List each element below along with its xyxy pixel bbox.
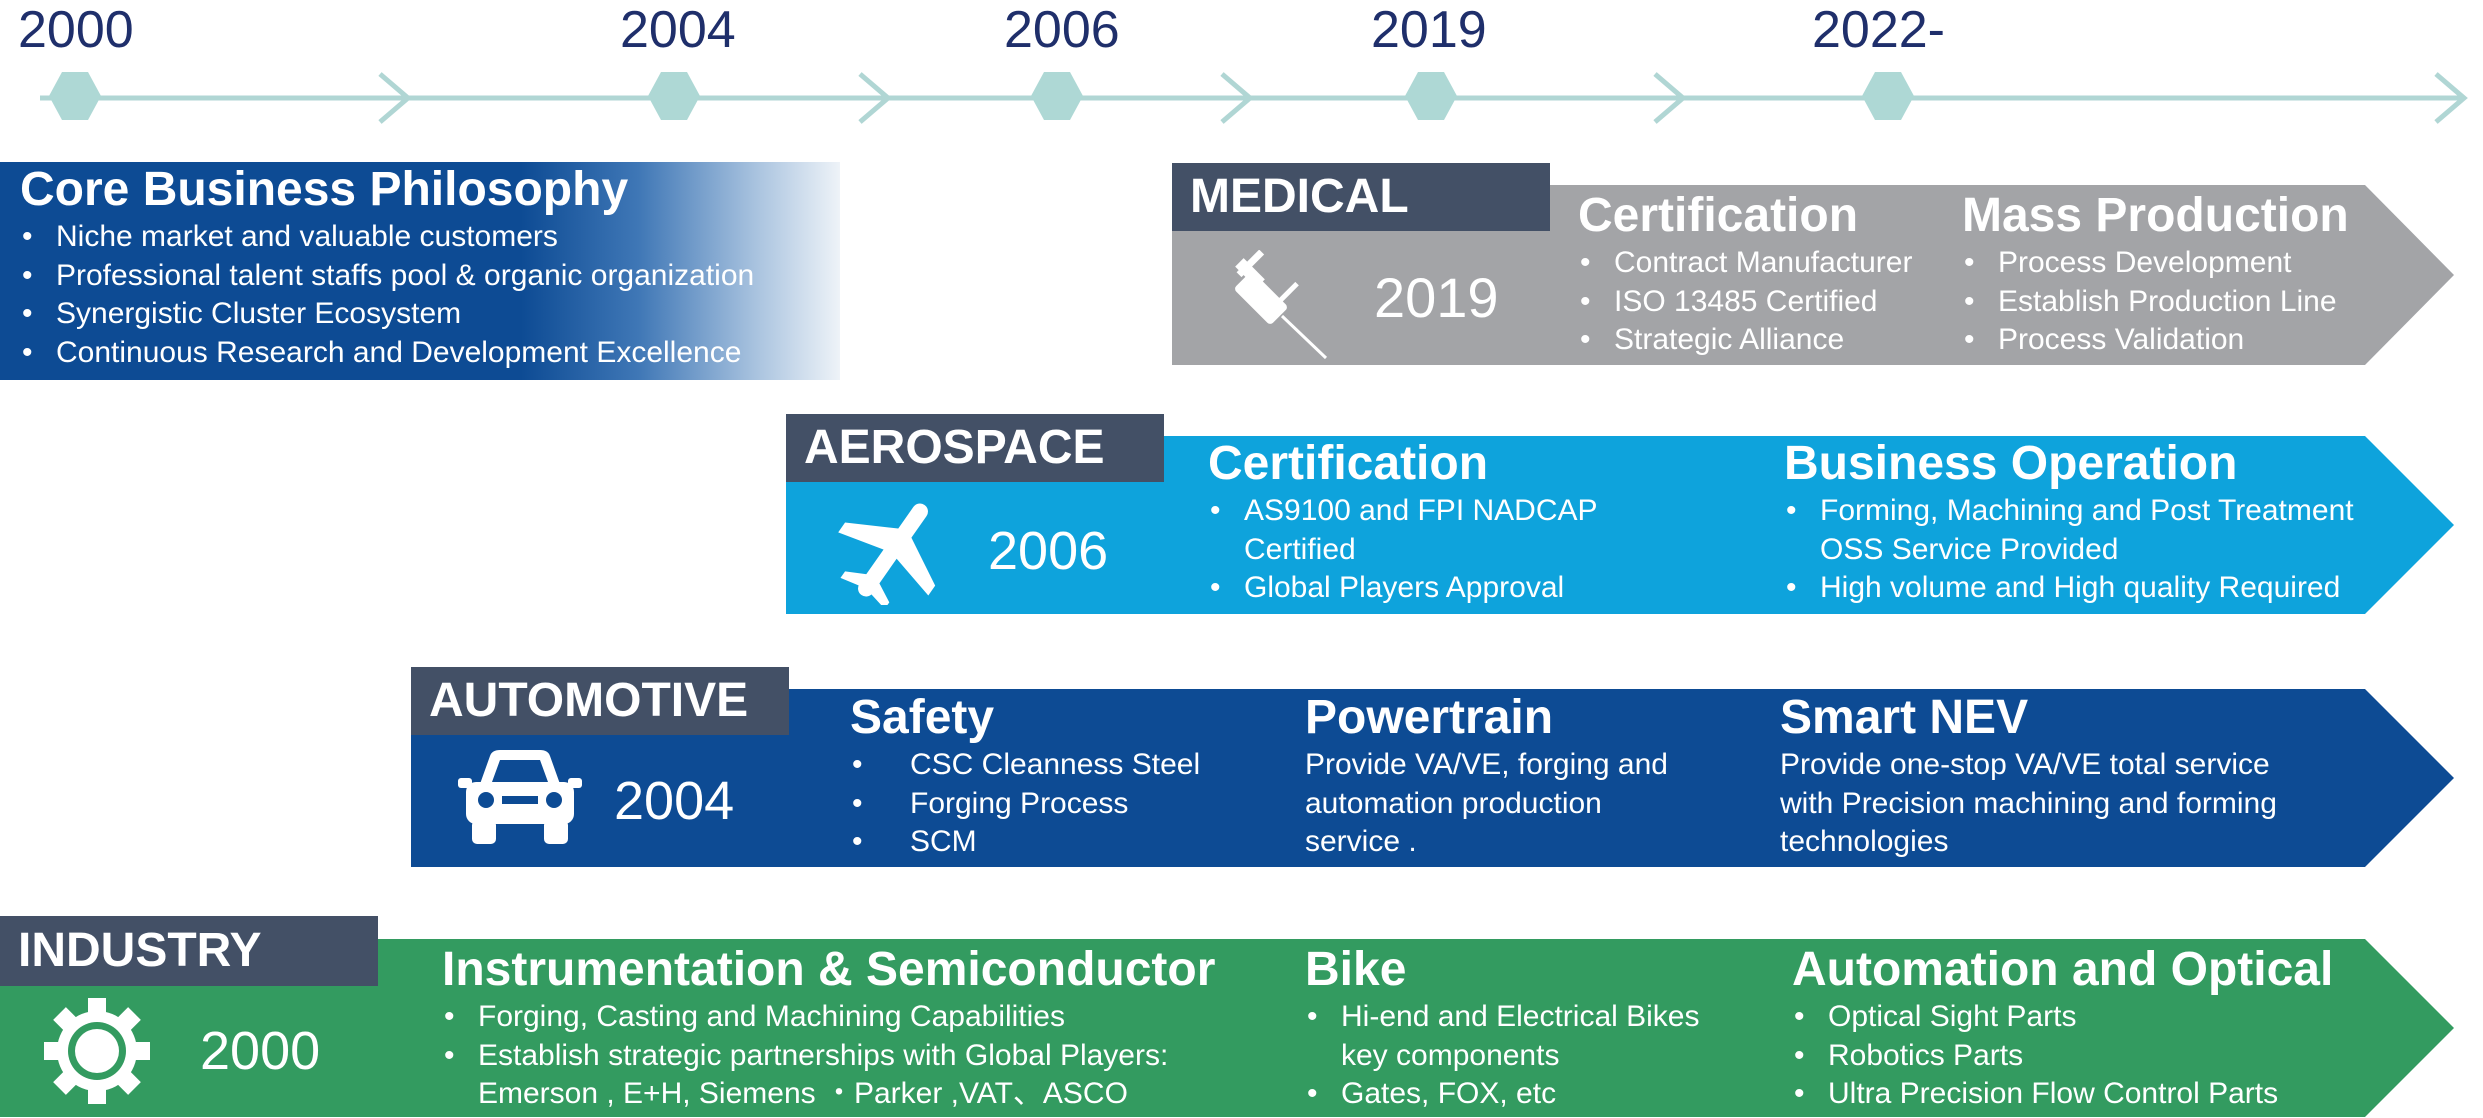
list-item: SCM (850, 823, 1200, 862)
timeline-node-2004 (648, 72, 700, 120)
list-item: Ultra Precision Flow Control Parts (1792, 1075, 2333, 1114)
syringe-icon (1235, 250, 1328, 360)
list-item: CSC Cleanness Steel (850, 746, 1200, 785)
list-item: Forming, Machining and Post TreatmentOSS… (1784, 492, 2354, 569)
timeline-chevron (378, 72, 412, 124)
industry-year: 2000 (200, 1021, 321, 1081)
automotive-powertrain-text: Provide VA/VE, forging and automation pr… (1305, 748, 1668, 858)
list-item: Establish strategic partnerships with Gl… (442, 1037, 1215, 1114)
list-item: Global Players Approval (1208, 569, 1598, 608)
list-item: Forging Process (850, 785, 1200, 824)
timeline-node-2000 (49, 72, 101, 120)
list-item: Gates, FOX, etc (1305, 1075, 1700, 1114)
list-item: High volume and High quality Required (1784, 569, 2354, 608)
list-item: Forging, Casting and Machining Capabilit… (442, 998, 1215, 1037)
aerospace-certification-section: Certification AS9100 and FPI NADCAPCerti… (1208, 438, 1598, 608)
medical-mass-production-section: Mass Production Process Development Esta… (1962, 190, 2349, 360)
medical-year: 2019 (1374, 266, 1499, 329)
aerospace-tag: AEROSPACE (786, 414, 1164, 482)
automotive-year: 2004 (614, 771, 735, 831)
list-item: Strategic Alliance (1578, 321, 1912, 360)
automotive-powertrain-title: Powertrain (1305, 691, 1554, 744)
medical-certification-section: Certification Contract Manufacturer ISO … (1578, 190, 1912, 360)
medical-mass-production-title: Mass Production (1962, 189, 2349, 242)
industry-automation-optical-title: Automation and Optical (1792, 943, 2334, 996)
core-philosophy-box: Core Business Philosophy Niche market an… (0, 162, 840, 380)
aerospace-business-operation-section: Business Operation Forming, Machining an… (1784, 438, 2354, 608)
list-item: Establish Production Line (1962, 283, 2349, 322)
automotive-tag: AUTOMOTIVE (411, 667, 789, 735)
automotive-safety-section: Safety CSC Cleanness Steel Forging Proce… (850, 692, 1200, 862)
list-item: Niche market and valuable customers (20, 218, 754, 257)
timeline-year-2000: 2000 (18, 1, 134, 59)
core-philosophy-list: Niche market and valuable customers Prof… (20, 218, 754, 372)
automotive-powertrain-section: Powertrain Provide VA/VE, forging and au… (1305, 692, 1668, 862)
industry-tag: INDUSTRY (0, 916, 378, 986)
timeline-node-2022 (1862, 72, 1914, 120)
list-item: Robotics Parts (1792, 1037, 2333, 1076)
list-item: Process Development (1962, 244, 2349, 283)
medical-tag: MEDICAL (1172, 163, 1550, 231)
aerospace-year: 2006 (988, 521, 1109, 581)
industry-bike-title: Bike (1305, 943, 1407, 996)
industry-instrumentation-title: Instrumentation & Semiconductor (442, 943, 1216, 996)
list-item: Synergistic Cluster Ecosystem (20, 295, 754, 334)
industry-instrumentation-section: Instrumentation & Semiconductor Forging,… (442, 944, 1215, 1114)
automotive-smart-nev-section: Smart NEV Provide one-stop VA/VE total s… (1780, 692, 2277, 862)
automotive-smart-nev-title: Smart NEV (1780, 691, 2029, 744)
airplane-icon (838, 503, 936, 605)
automotive-smart-nev-text: Provide one-stop VA/VE total service wit… (1780, 748, 2277, 858)
list-item: Continuous Research and Development Exce… (20, 334, 754, 373)
aerospace-business-operation-title: Business Operation (1784, 437, 2238, 490)
medical-certification-title: Certification (1578, 189, 1859, 242)
timeline-year-2022: 2022- (1812, 1, 1945, 59)
list-item: Contract Manufacturer (1578, 244, 1912, 283)
core-philosophy-title: Core Business Philosophy (20, 163, 629, 216)
list-item: Process Validation (1962, 321, 2349, 360)
timeline-chevron (2434, 72, 2468, 124)
list-item: Optical Sight Parts (1792, 998, 2333, 1037)
timeline-chevron (1220, 72, 1254, 124)
timeline-year-2004: 2004 (620, 1, 736, 59)
industry-automation-optical-section: Automation and Optical Optical Sight Par… (1792, 944, 2333, 1114)
timeline-axis (40, 72, 2468, 124)
timeline-year-2019: 2019 (1371, 1, 1487, 59)
timeline-node-2006 (1031, 72, 1083, 120)
gear-icon (44, 998, 150, 1104)
timeline-year-2006: 2006 (1004, 1, 1120, 59)
list-item: Professional talent staffs pool & organi… (20, 257, 754, 296)
timeline-node-2019 (1405, 72, 1457, 120)
timeline-chevron (1653, 72, 1687, 124)
automotive-safety-title: Safety (850, 691, 995, 744)
timeline-chevron (858, 72, 892, 124)
car-icon (458, 750, 582, 844)
list-item: ISO 13485 Certified (1578, 283, 1912, 322)
aerospace-certification-title: Certification (1208, 437, 1489, 490)
